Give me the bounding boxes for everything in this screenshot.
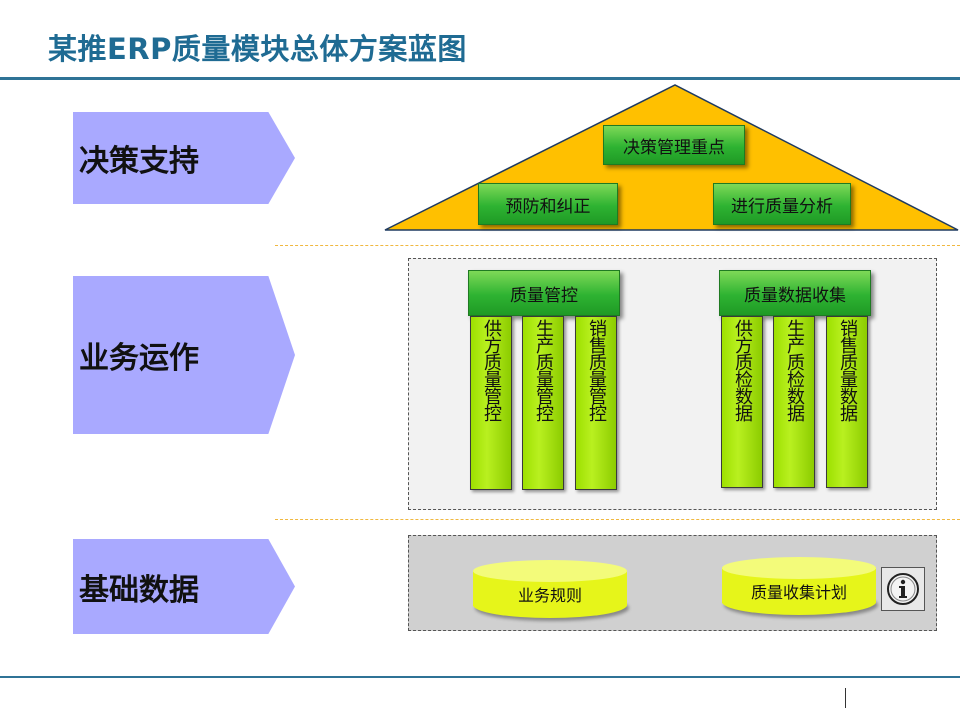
pillar-production-quality: 生产质量管控 xyxy=(522,316,564,490)
layer-label: 基础数据 xyxy=(79,572,199,608)
pillar-label: 供方质检数据 xyxy=(732,319,753,421)
pillar-label: 销售质量管控 xyxy=(586,319,607,421)
layer-label: 业务运作 xyxy=(79,341,199,376)
roof-box-prevention: 预防和纠正 xyxy=(478,183,618,225)
pillar-production-inspection-data: 生产质检数据 xyxy=(773,316,815,488)
pillar-sales-quality: 销售质量管控 xyxy=(575,316,617,490)
box-label: 进行质量分析 xyxy=(731,196,833,217)
page-title: 某推ERP质量模块总体方案蓝图 xyxy=(48,32,467,66)
section-divider xyxy=(275,519,960,520)
cylinder-label: 质量收集计划 xyxy=(750,583,847,602)
group-header-data-collection: 质量数据收集 xyxy=(719,270,871,316)
footer-marker xyxy=(845,688,846,708)
pillar-label: 销售质量数据 xyxy=(837,319,858,421)
roof-box-decision-focus: 决策管理重点 xyxy=(603,125,745,165)
cylinder-label: 业务规则 xyxy=(517,586,582,605)
pillar-label: 生产质检数据 xyxy=(784,319,805,421)
layer-foundation-data: 基础数据 xyxy=(73,539,295,634)
info-icon[interactable] xyxy=(881,567,925,611)
layer-decision-support: 决策支持 xyxy=(73,112,295,204)
box-label: 决策管理重点 xyxy=(623,137,725,158)
pillar-supplier-quality: 供方质量管控 xyxy=(470,316,512,490)
pillar-label: 供方质量管控 xyxy=(481,319,502,421)
layer-business-operation: 业务运作 xyxy=(73,276,295,434)
cylinder-business-rules: 业务规则 xyxy=(473,560,627,618)
section-divider xyxy=(275,245,960,246)
cylinder-collection-plan: 质量收集计划 xyxy=(722,557,876,615)
layer-label: 决策支持 xyxy=(79,144,199,179)
group-header-quality-control: 质量管控 xyxy=(468,270,620,316)
pillar-sales-quality-data: 销售质量数据 xyxy=(826,316,868,488)
group-header-label: 质量管控 xyxy=(510,285,578,306)
box-label: 预防和纠正 xyxy=(505,196,591,217)
title-divider xyxy=(0,77,960,80)
pillar-supplier-inspection-data: 供方质检数据 xyxy=(721,316,763,488)
pillar-label: 生产质量管控 xyxy=(533,319,554,421)
group-header-label: 质量数据收集 xyxy=(744,285,846,306)
footer-divider xyxy=(0,676,960,678)
roof-box-analysis: 进行质量分析 xyxy=(713,183,851,225)
